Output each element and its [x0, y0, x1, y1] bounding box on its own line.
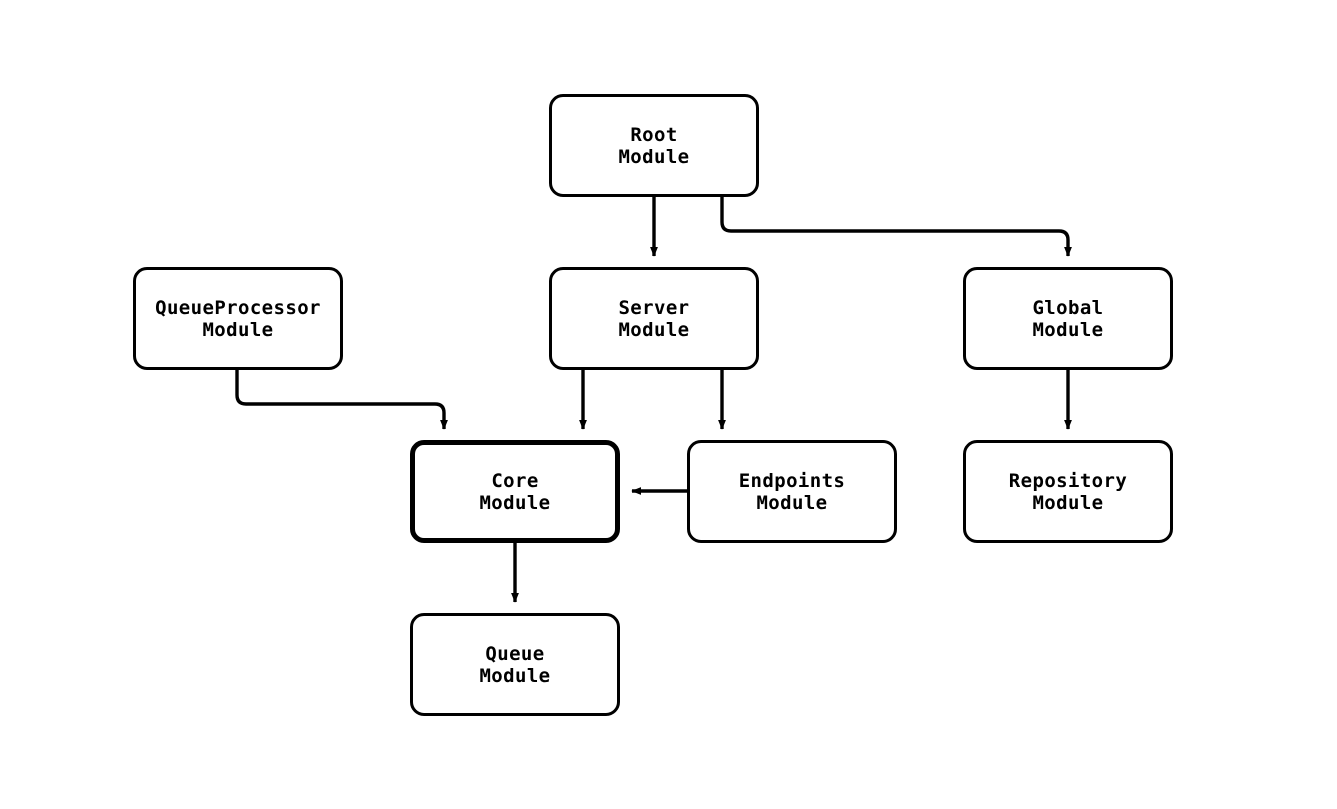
node-server-module-line1: Server [618, 296, 690, 319]
node-queueprocessor-module-line1: QueueProcessor [155, 296, 321, 319]
node-server-module-line2: Module [618, 318, 690, 341]
node-repository-module-line2: Module [1032, 491, 1104, 514]
node-root-module[interactable]: Root Module [549, 94, 759, 197]
node-endpoints-module-line1: Endpoints [738, 469, 846, 492]
node-core-module[interactable]: Core Module [410, 440, 620, 543]
node-server-module[interactable]: Server Module [549, 267, 759, 370]
node-core-module-line1: Core [491, 469, 539, 492]
node-endpoints-module-line2: Module [756, 491, 828, 514]
node-endpoints-module[interactable]: Endpoints Module [687, 440, 897, 543]
edge-queueprocessor-core [235, 370, 448, 430]
node-repository-module[interactable]: Repository Module [963, 440, 1173, 543]
node-queue-module[interactable]: Queue Module [410, 613, 620, 716]
node-global-module[interactable]: Global Module [963, 267, 1173, 370]
edge-root-global [720, 197, 1072, 257]
node-queueprocessor-module-line2: Module [202, 318, 274, 341]
node-queueprocessor-module[interactable]: QueueProcessor Module [133, 267, 343, 370]
node-queue-module-line1: Queue [485, 642, 545, 665]
node-core-module-line2: Module [479, 491, 551, 514]
node-global-module-line2: Module [1032, 318, 1104, 341]
node-repository-module-line1: Repository [1008, 469, 1128, 492]
node-global-module-line1: Global [1032, 296, 1104, 319]
node-queue-module-line2: Module [479, 664, 551, 687]
node-root-module-line2: Module [618, 145, 690, 168]
node-root-module-line1: Root [630, 123, 678, 146]
